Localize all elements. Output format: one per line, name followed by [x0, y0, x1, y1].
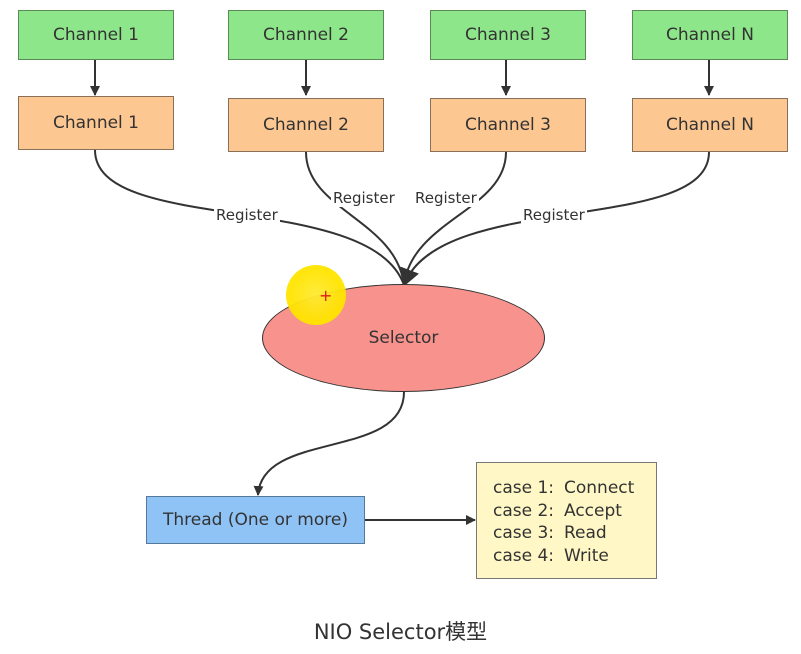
channel-top-1-label: Channel 1 — [52, 25, 139, 45]
case-item: case 3: Read — [493, 522, 634, 545]
channel-bottom-3-label: Channel 3 — [464, 115, 551, 135]
register-curve-3 — [403, 151, 507, 286]
case-value: Accept — [564, 500, 622, 521]
channel-top-1: Channel 1 — [18, 10, 174, 60]
thread-box: Thread (One or more) — [146, 496, 365, 544]
cursor-crosshair-icon: + — [319, 286, 333, 305]
case-value: Read — [564, 523, 607, 543]
channel-bottom-1-label: Channel 1 — [52, 113, 139, 133]
channel-top-3: Channel 3 — [430, 10, 586, 60]
channel-top-2-label: Channel 2 — [262, 25, 349, 45]
case-key: case 4: — [493, 545, 555, 566]
case-value: Connect — [564, 478, 635, 498]
case-item: case 2: Accept — [493, 500, 634, 523]
channel-bottom-n: Channel N — [632, 98, 788, 152]
register-label-3: Register — [413, 189, 479, 207]
channel-top-n: Channel N — [632, 10, 788, 60]
channel-top-2: Channel 2 — [228, 10, 384, 60]
register-curve-2 — [305, 151, 405, 286]
case-item: case 4: Write — [493, 545, 634, 568]
channel-bottom-2: Channel 2 — [228, 98, 384, 152]
case-list: case 1: Connect case 2: Accept case 3: R… — [477, 463, 634, 567]
thread-label: Thread (One or more) — [163, 510, 348, 530]
cases-box: case 1: Connect case 2: Accept case 3: R… — [476, 462, 657, 579]
case-value: Write — [564, 545, 609, 566]
case-key: case 3: — [493, 523, 555, 543]
channel-bottom-3: Channel 3 — [430, 98, 586, 152]
channel-top-3-label: Channel 3 — [464, 25, 551, 45]
register-label-1: Register — [214, 206, 280, 224]
channel-bottom-n-label: Channel N — [666, 115, 754, 135]
channel-bottom-1: Channel 1 — [18, 96, 174, 150]
case-item: case 1: Connect — [493, 477, 634, 500]
cursor-highlight — [286, 265, 346, 325]
case-key: case 1: — [493, 478, 555, 498]
case-key: case 2: — [493, 500, 555, 521]
register-label-n: Register — [521, 206, 587, 224]
selector-label: Selector — [368, 328, 439, 348]
diagram-caption: NIO Selector模型 — [313, 620, 488, 644]
selector-to-thread-arrow — [253, 391, 405, 496]
channel-top-n-label: Channel N — [666, 25, 754, 45]
channel-bottom-2-label: Channel 2 — [262, 115, 349, 135]
register-label-2: Register — [331, 189, 397, 207]
